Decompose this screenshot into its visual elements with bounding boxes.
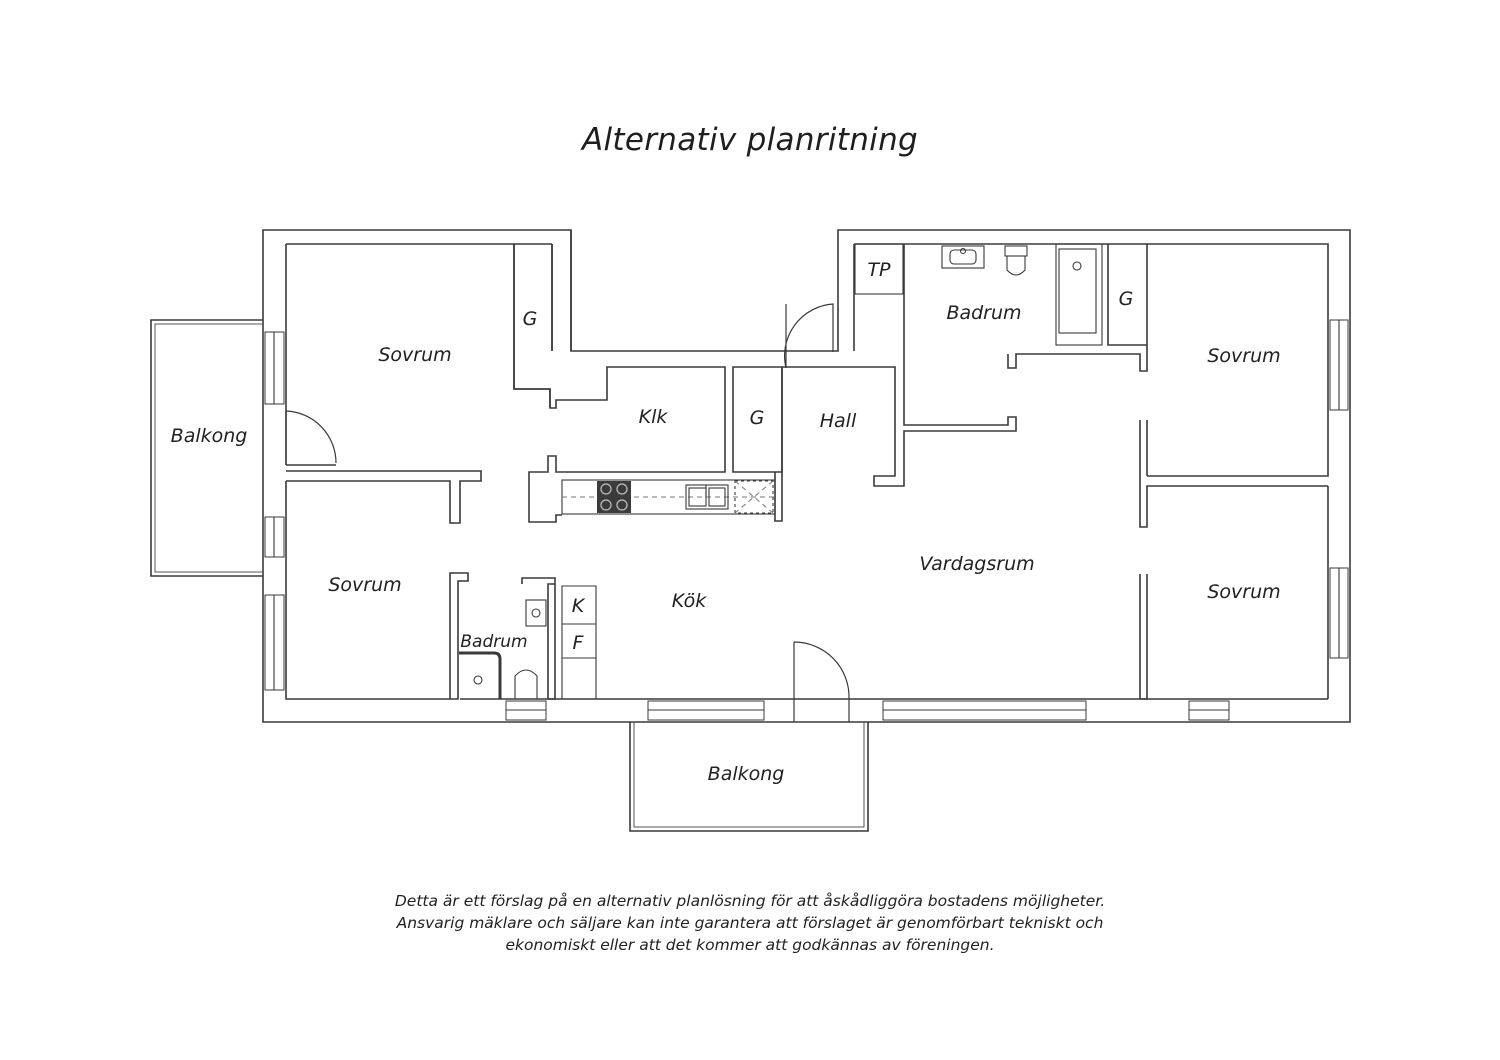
bottom-bathroom-fixtures <box>459 599 547 700</box>
label-badrum-bottom: Badrum <box>460 632 527 652</box>
stove-icon <box>597 481 631 513</box>
kitchen-counter <box>561 479 776 515</box>
disclaimer-line-1: Detta är ett förslag på en alternativ pl… <box>394 892 1106 910</box>
toilet-icon <box>1004 245 1028 276</box>
label-vardagsrum: Vardagsrum <box>919 553 1034 575</box>
label-f: F <box>573 632 585 654</box>
label-tp: TP <box>867 259 891 281</box>
interior-walls <box>286 244 1328 700</box>
doors <box>285 303 850 722</box>
kitchen-sink-icon <box>685 484 729 510</box>
dishwasher-icon <box>734 480 774 514</box>
label-k: K <box>572 595 586 617</box>
disclaimer-line-3: ekonomiskt eller att det kommer att godk… <box>505 936 995 954</box>
label-badrum-top: Badrum <box>946 302 1021 324</box>
washbasin-icon <box>941 245 985 269</box>
small-toilet-icon <box>514 669 538 700</box>
small-shower-icon <box>459 651 502 699</box>
disclaimer-line-2: Ansvarig mäklare och säljare kan inte ga… <box>396 914 1104 932</box>
label-sovrum-bottom-right: Sovrum <box>1207 581 1280 603</box>
label-balkong-bottom: Balkong <box>708 763 785 785</box>
label-g-top-left: G <box>523 308 538 330</box>
windows <box>264 319 1349 721</box>
label-sovrum-top-left: Sovrum <box>378 344 451 366</box>
laundry-cabinet <box>854 243 904 295</box>
label-g-top-right: G <box>1119 288 1134 310</box>
disclaimer-text: Detta är ett förslag på en alternativ pl… <box>300 890 1200 956</box>
label-sovrum-top-right: Sovrum <box>1207 345 1280 367</box>
small-washbasin-icon <box>525 599 547 627</box>
label-hall: Hall <box>820 410 857 432</box>
top-bathroom-fixtures <box>854 243 1103 346</box>
label-kok: Kök <box>672 590 707 612</box>
outer-walls <box>262 229 1351 723</box>
balconies <box>150 319 869 832</box>
label-g-middle: G <box>750 407 765 429</box>
label-balkong-left: Balkong <box>171 425 248 447</box>
room-labels: Balkong Sovrum G Klk G Hall TP Badrum G … <box>171 259 1281 785</box>
label-sovrum-bottom-left: Sovrum <box>328 574 401 596</box>
plan-title: Alternativ planritning <box>581 122 919 158</box>
label-klk: Klk <box>639 406 669 428</box>
shower-icon <box>1055 243 1103 346</box>
